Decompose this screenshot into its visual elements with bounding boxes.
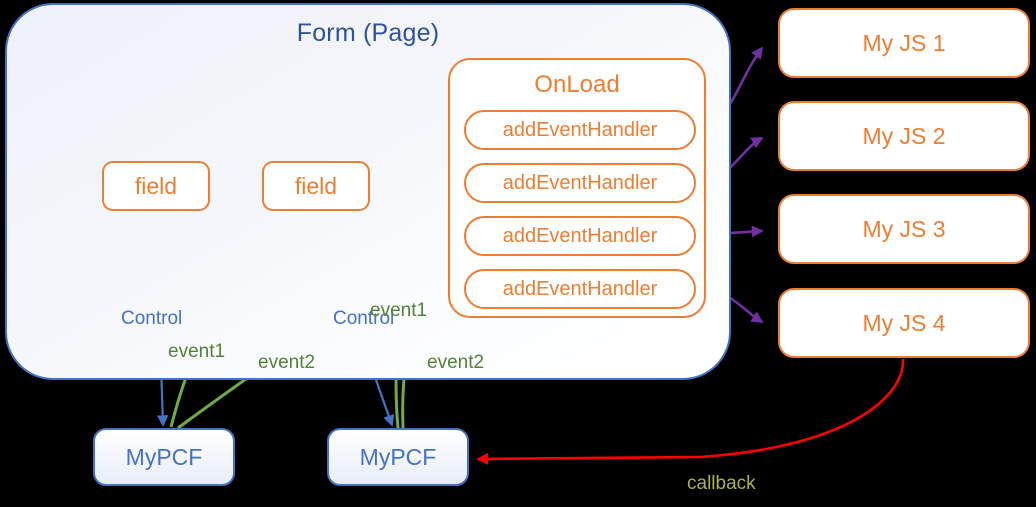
onload-title: OnLoad [534, 71, 620, 98]
add-event-handler-2[interactable]: addEventHandler [464, 163, 696, 203]
edge-label-event1-b: event1 [370, 300, 428, 321]
edge-label-event2-b: event2 [427, 352, 485, 373]
edge-label-callback: callback [687, 473, 756, 494]
edge-label-event1-a: event1 [168, 341, 226, 362]
add-event-handler-1[interactable]: addEventHandler [464, 110, 696, 150]
my-js-box-4[interactable]: My JS 4 [778, 288, 1030, 358]
add-event-handler-3[interactable]: addEventHandler [464, 216, 696, 256]
my-js-box-3[interactable]: My JS 3 [778, 194, 1030, 264]
my-js-box-1[interactable]: My JS 1 [778, 8, 1030, 78]
form-page-title: Form (Page) [296, 19, 440, 47]
field-box-2[interactable]: field [262, 161, 370, 211]
field-box-1[interactable]: field [102, 161, 210, 211]
edge-label-event2-a: event2 [258, 352, 316, 373]
add-event-handler-4[interactable]: addEventHandler [464, 269, 696, 309]
edge-label-control-1: Control [121, 308, 183, 329]
mypcf-box-2[interactable]: MyPCF [327, 428, 469, 486]
mypcf-box-1[interactable]: MyPCF [93, 428, 235, 486]
onload-container: OnLoad addEventHandler addEventHandler a… [448, 58, 706, 318]
edge-label-control-2: Control [333, 308, 395, 329]
my-js-box-2[interactable]: My JS 2 [778, 101, 1030, 171]
